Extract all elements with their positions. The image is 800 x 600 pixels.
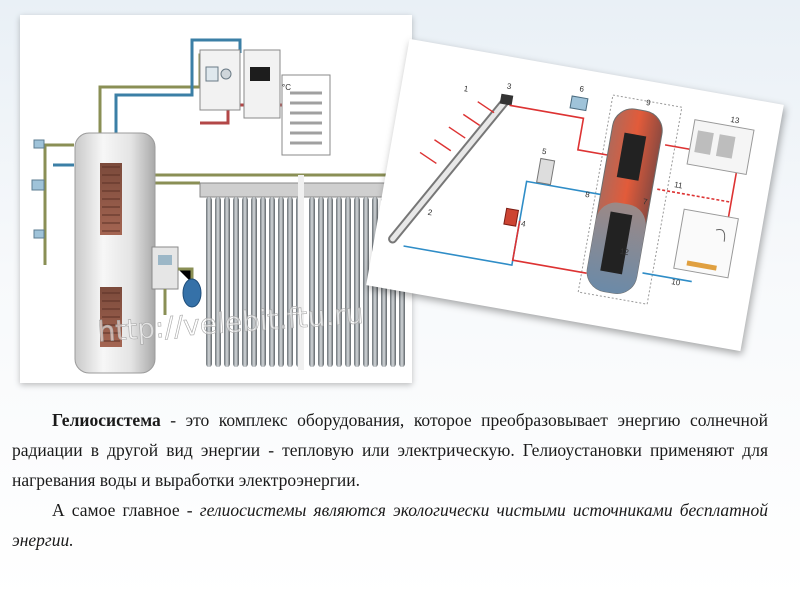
label-8: 8 [585, 190, 591, 200]
label-10: 10 [671, 277, 682, 288]
celsius-label: °C [282, 83, 291, 92]
vacuum-tube [278, 197, 284, 367]
vacuum-tube [336, 197, 342, 367]
collector-tube [393, 79, 514, 255]
vacuum-tube [287, 197, 293, 367]
label-4: 4 [520, 219, 526, 229]
label-1: 1 [463, 84, 469, 94]
vacuum-tube [206, 197, 212, 367]
controller-unit [200, 50, 280, 118]
vacuum-tube [242, 197, 248, 367]
solar-installation-image: °C http://velebit.ftu.ru [20, 15, 412, 383]
pump-units [504, 88, 588, 234]
label-6: 6 [579, 84, 585, 94]
label-9: 9 [645, 98, 651, 108]
radiator: °C [282, 75, 330, 155]
vacuum-tube [233, 197, 239, 367]
vacuum-tube [327, 197, 333, 367]
label-5: 5 [541, 147, 547, 157]
conclusion-intro: А самое главное - [52, 500, 200, 520]
taps [32, 140, 44, 238]
label-3: 3 [506, 82, 512, 92]
vacuum-tube [345, 197, 351, 367]
definition-paragraph: Гелиосистема - это комплекс оборудования… [12, 405, 768, 495]
vacuum-tube [269, 197, 275, 367]
vacuum-tube [354, 197, 360, 367]
vacuum-tube [224, 197, 230, 367]
vacuum-tube [251, 197, 257, 367]
solar-scheme-diagram: 1 2 3 4 5 6 7 8 9 10 11 12 13 [366, 39, 784, 351]
conclusion-paragraph: А самое главное - гелиосистемы являются … [12, 495, 768, 555]
vacuum-tube [215, 197, 221, 367]
pump-station [152, 247, 201, 315]
vacuum-tube [309, 197, 315, 367]
description-text: Гелиосистема - это комплекс оборудования… [12, 405, 768, 555]
label-13: 13 [730, 115, 741, 126]
label-11: 11 [674, 180, 684, 190]
term-heliosystem: Гелиосистема [52, 410, 161, 430]
label-2: 2 [427, 208, 433, 218]
vacuum-tube [318, 197, 324, 367]
vacuum-tube [260, 197, 266, 367]
